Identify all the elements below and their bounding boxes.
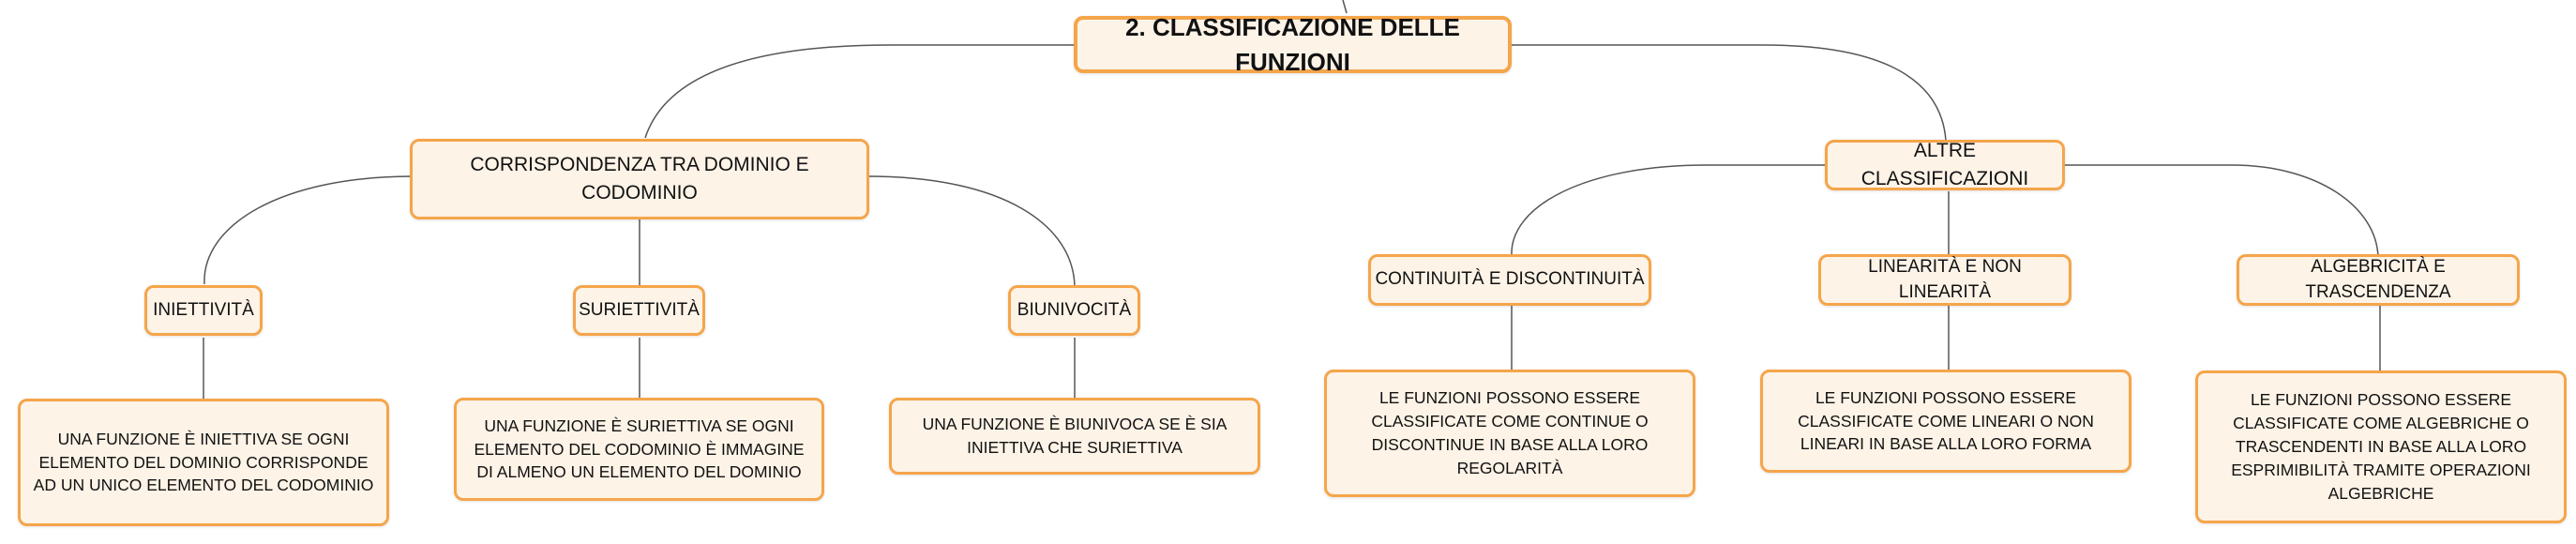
connector-right-to-continuita [1511, 164, 1827, 256]
connector-left-to-iniettivita [203, 175, 414, 285]
description-biunivocita[interactable]: UNA FUNZIONE È BIUNIVOCA SE È SIA INIETT… [889, 398, 1260, 475]
connector-left-to-biunivocita [866, 175, 1076, 288]
node-continuita[interactable]: CONTINUITÀ E DISCONTINUITÀ [1368, 254, 1651, 306]
connector-root-to-right-branch [1508, 44, 1947, 142]
description-iniettivita[interactable]: UNA FUNZIONE È INIETTIVA SE OGNI ELEMENT… [18, 399, 389, 526]
root-node[interactable]: 2. CLASSIFICAZIONE DELLE FUNZIONI [1074, 13, 1512, 76]
node-algebricita[interactable]: ALGEBRICITÀ E TRASCENDENZA [2237, 254, 2520, 306]
node-biunivocita[interactable]: BIUNIVOCITÀ [1008, 285, 1140, 336]
description-continuita[interactable]: LE FUNZIONI POSSONO ESSERE CLASSIFICATE … [1324, 370, 1695, 497]
connector-root-top [1342, 0, 1348, 14]
description-linearita[interactable]: LE FUNZIONI POSSONO ESSERE CLASSIFICATE … [1760, 370, 2132, 473]
description-suriettivita[interactable]: UNA FUNZIONE È SURIETTIVA SE OGNI ELEMEN… [454, 398, 824, 501]
branch-node-other-classifications[interactable]: ALTRE CLASSIFICAZIONI [1825, 140, 2065, 190]
node-iniettivita[interactable]: INIETTIVITÀ [144, 285, 263, 336]
branch-node-correspondence[interactable]: CORRISPONDENZA TRA DOMINIO E CODOMINIO [410, 139, 869, 219]
connector-root-to-left-branch [644, 44, 1078, 139]
connector-right-to-algebricita [2063, 164, 2379, 259]
node-suriettivita[interactable]: SURIETTIVITÀ [573, 285, 705, 336]
description-algebricita[interactable]: LE FUNZIONI POSSONO ESSERE CLASSIFICATE … [2195, 370, 2567, 523]
node-linearita[interactable]: LINEARITÀ E NON LINEARITÀ [1818, 254, 2071, 306]
